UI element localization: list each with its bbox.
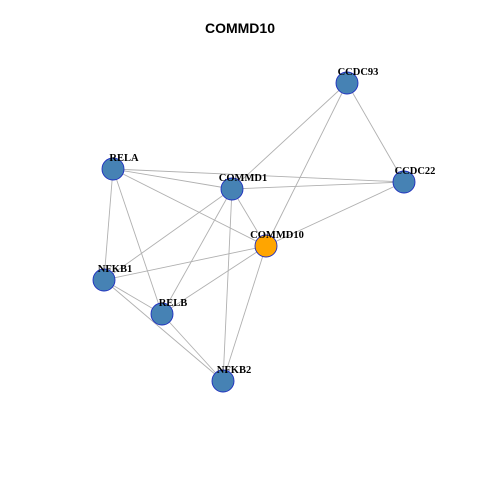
node-commd1[interactable] — [220, 177, 244, 201]
edge-ccdc22-commd10 — [265, 181, 405, 247]
node-relb[interactable] — [150, 302, 174, 326]
node-layer — [92, 71, 416, 393]
node-nfkb1[interactable] — [92, 268, 116, 292]
edge-ccdc93-ccdc22 — [346, 82, 405, 183]
edge-nfkb1-nfkb2 — [103, 279, 224, 382]
node-label-commd10: COMMD10 — [250, 230, 304, 241]
edge-rela-nfkb1 — [103, 168, 114, 281]
edge-commd10-nfkb1 — [103, 245, 267, 281]
node-label-commd1: COMMD1 — [219, 173, 267, 184]
node-label-ccdc22: CCDC22 — [395, 166, 436, 177]
edge-rela-commd10 — [112, 168, 267, 247]
node-ccdc22[interactable] — [392, 170, 416, 194]
node-commd10[interactable] — [254, 234, 278, 258]
edge-commd1-ccdc22 — [231, 181, 405, 190]
edge-commd1-relb — [161, 188, 233, 315]
edge-commd10-relb — [161, 245, 267, 315]
node-rela[interactable] — [101, 157, 125, 181]
edge-ccdc93-commd1 — [231, 82, 348, 190]
node-label-relb: RELB — [159, 298, 188, 309]
node-nfkb2[interactable] — [211, 369, 235, 393]
edge-commd1-nfkb1 — [103, 188, 233, 281]
edge-commd1-nfkb2 — [222, 188, 233, 382]
node-label-nfkb2: NFKB2 — [217, 365, 251, 376]
edge-rela-relb — [112, 168, 163, 315]
node-label-ccdc93: CCDC93 — [338, 67, 379, 78]
edge-rela-ccdc22 — [112, 168, 405, 183]
edge-ccdc93-commd10 — [265, 82, 348, 247]
edge-rela-commd1 — [112, 168, 233, 190]
node-label-rela: RELA — [109, 153, 139, 164]
edge-commd10-nfkb2 — [222, 245, 267, 382]
edge-relb-nfkb2 — [161, 313, 224, 382]
node-label-nfkb1: NFKB1 — [98, 264, 132, 275]
edge-layer — [103, 82, 405, 382]
graph-title: COMMD10 — [204, 20, 275, 36]
node-ccdc93[interactable] — [335, 71, 359, 95]
